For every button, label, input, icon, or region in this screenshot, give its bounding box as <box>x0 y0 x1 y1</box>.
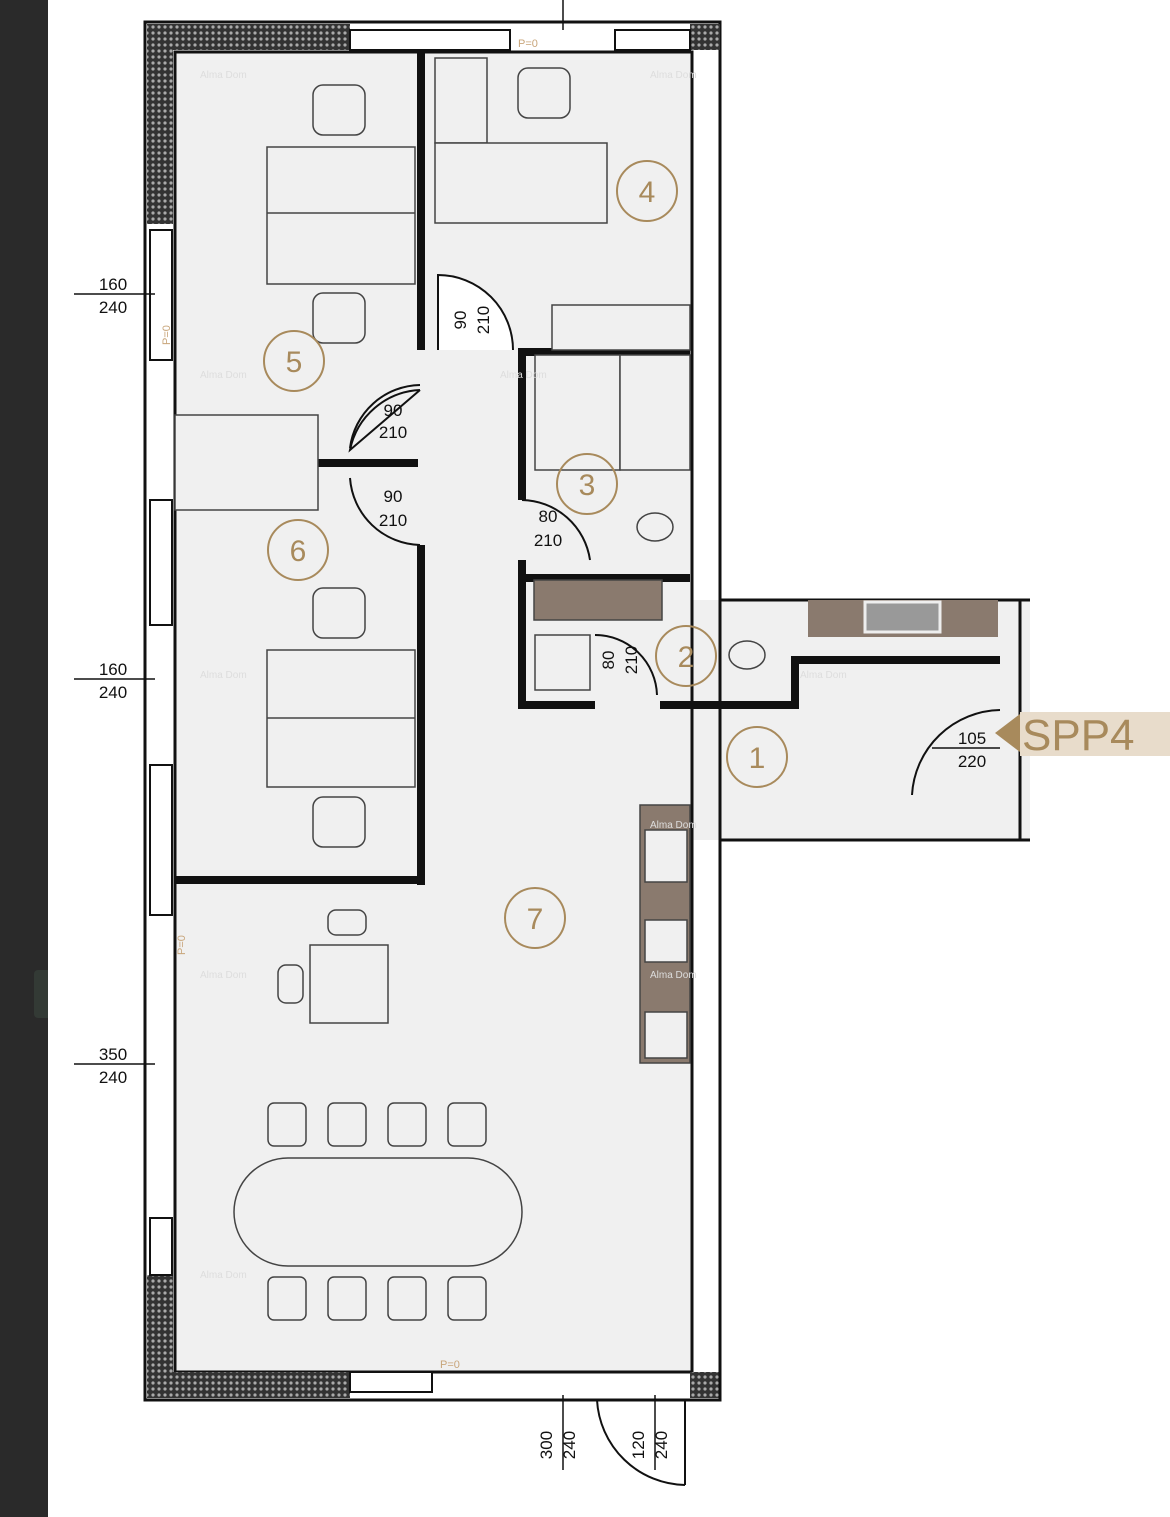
window-dim-top: 300 <box>537 1431 556 1459</box>
outer-walls <box>143 20 722 1402</box>
watermark: Alma Dom <box>200 70 247 81</box>
floor-area <box>175 52 1030 1372</box>
room-7-label: 7 <box>527 903 544 936</box>
watermark: Alma Dom <box>200 1270 247 1281</box>
window-dim-bottom: 240 <box>99 1068 127 1087</box>
entrance-corridor <box>718 52 1030 1400</box>
door-dim-top: 80 <box>539 507 558 526</box>
room-2-label: 2 <box>678 641 695 674</box>
watermark: Alma Dom <box>200 670 247 681</box>
floor-level-mark: P=0 <box>176 935 188 955</box>
window-dim-top: 120 <box>629 1431 648 1459</box>
floor-level-mark: P=0 <box>440 1359 460 1371</box>
floor-level-mark: P=0 <box>518 38 538 50</box>
door-dim-top: 80 <box>599 651 618 670</box>
room-1-label: 1 <box>749 742 766 775</box>
watermark: Alma Dom <box>650 820 697 831</box>
door-dim-bottom: 210 <box>534 531 562 550</box>
window-dim-bottom: 240 <box>560 1431 579 1459</box>
furniture <box>174 57 766 1321</box>
window-dim-top: 160 <box>99 660 127 679</box>
watermark: Alma Dom <box>650 70 697 81</box>
watermarks: Alma Dom Alma Dom Alma Dom Alma Dom Alma… <box>200 70 847 1281</box>
door-dim-top: 90 <box>384 487 403 506</box>
wall-hatching <box>147 24 720 1398</box>
window-dim-bottom: 240 <box>99 298 127 317</box>
windows <box>149 29 691 1393</box>
dimension-lines <box>74 0 1000 1470</box>
door-dim-bottom: 210 <box>474 306 493 334</box>
door-swings <box>348 273 1001 1486</box>
door-dim-top: 105 <box>958 729 986 748</box>
sidebar-toggle-handle[interactable] <box>34 970 48 1018</box>
watermark: Alma Dom <box>650 970 697 981</box>
door-dim-bottom: 220 <box>958 752 986 771</box>
entrance-label: SPP4 <box>1022 711 1135 760</box>
viewer-sidebar <box>0 0 48 1517</box>
room-3-label: 3 <box>579 469 596 502</box>
watermark: Alma Dom <box>500 370 547 381</box>
door-dim-top: 90 <box>384 401 403 420</box>
window-dim-top: 160 <box>99 275 127 294</box>
window-dim-bottom: 240 <box>652 1431 671 1459</box>
watermark: Alma Dom <box>800 670 847 681</box>
room-4-label: 4 <box>639 176 656 209</box>
room-5-label: 5 <box>286 346 303 379</box>
window-dim-bottom: 240 <box>99 683 127 702</box>
watermark: Alma Dom <box>200 370 247 381</box>
window-dim-top: 350 <box>99 1045 127 1064</box>
door-dim-top: 90 <box>451 311 470 330</box>
floor-level-mark: P=0 <box>161 325 173 345</box>
door-dim-bottom: 210 <box>622 646 641 674</box>
room-6-label: 6 <box>290 535 307 568</box>
door-dim-bottom: 210 <box>379 423 407 442</box>
entrance-tag: SPP4 <box>995 711 1170 760</box>
watermark: Alma Dom <box>200 970 247 981</box>
room-markers <box>263 160 788 949</box>
door-dim-bottom: 210 <box>379 511 407 530</box>
